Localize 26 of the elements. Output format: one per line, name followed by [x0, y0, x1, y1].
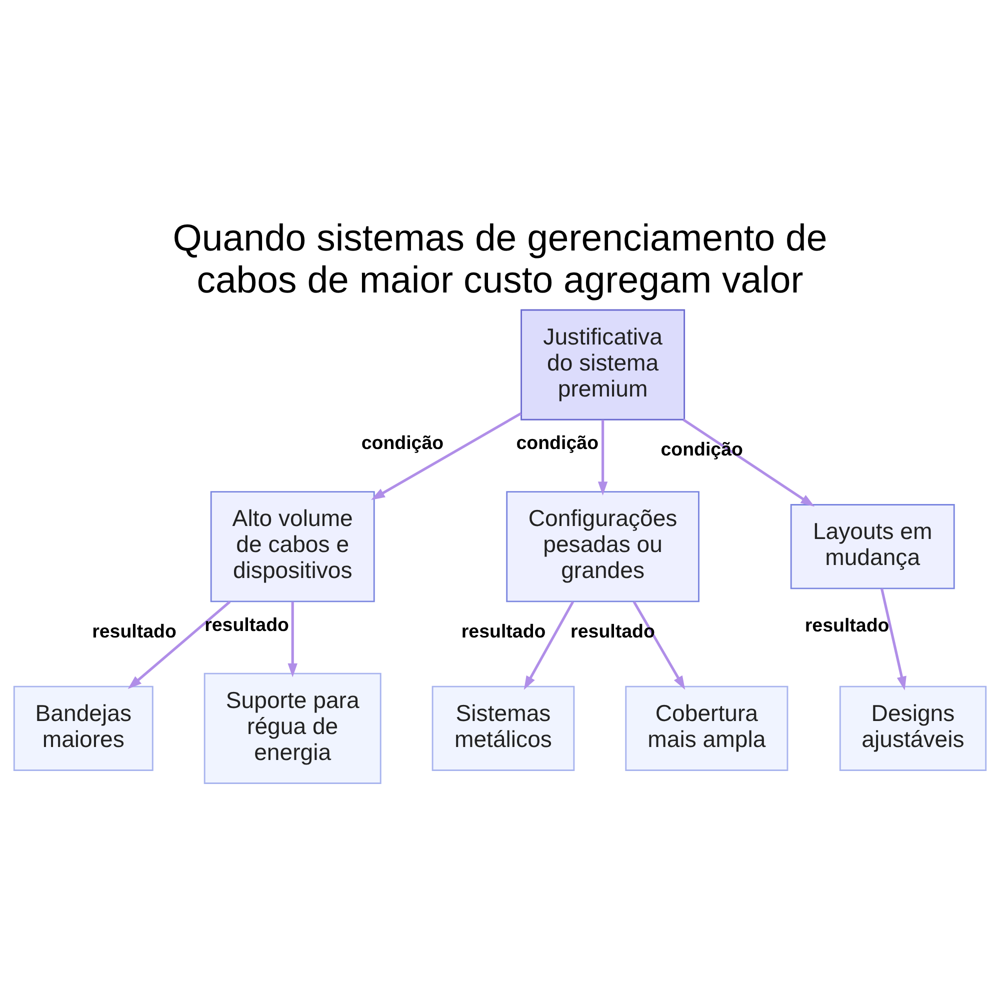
edge-label: condição: [516, 432, 599, 453]
arrow: [632, 600, 686, 690]
edge-label: condição: [361, 431, 444, 452]
arrow: [288, 601, 298, 677]
node-box: Suporte para régua de energia: [204, 672, 382, 784]
node-box: Configurações pesadas ou grandes: [506, 490, 700, 602]
arrow: [682, 418, 815, 506]
edge-label: resultado: [804, 614, 890, 635]
edge-label: resultado: [204, 613, 289, 634]
arrow: [880, 588, 906, 690]
node-box: Bandejas maiores: [13, 685, 154, 770]
edge-label: resultado: [461, 620, 546, 641]
node-box: Cobertura mais ampla: [625, 685, 788, 770]
node-box: Sistemas metálicos: [432, 685, 575, 770]
node-box: Designs ajustáveis: [839, 685, 987, 770]
arrow: [524, 600, 574, 690]
node-box: Alto volume de cabos e dispositivos: [210, 490, 375, 602]
node-box: Layouts em mudança: [790, 504, 955, 589]
node-box: Justificativa do sistema premium: [520, 308, 686, 420]
edge-label: resultado: [92, 620, 176, 642]
edge-label: condição: [660, 438, 744, 459]
diagram-title: Quando sistemas de gerenciamento de cabos de maior custo agregam valor: [172, 216, 828, 300]
arrow: [371, 412, 522, 500]
edge-label: resultado: [570, 620, 655, 641]
arrow: [128, 600, 231, 688]
arrow: [598, 419, 608, 495]
